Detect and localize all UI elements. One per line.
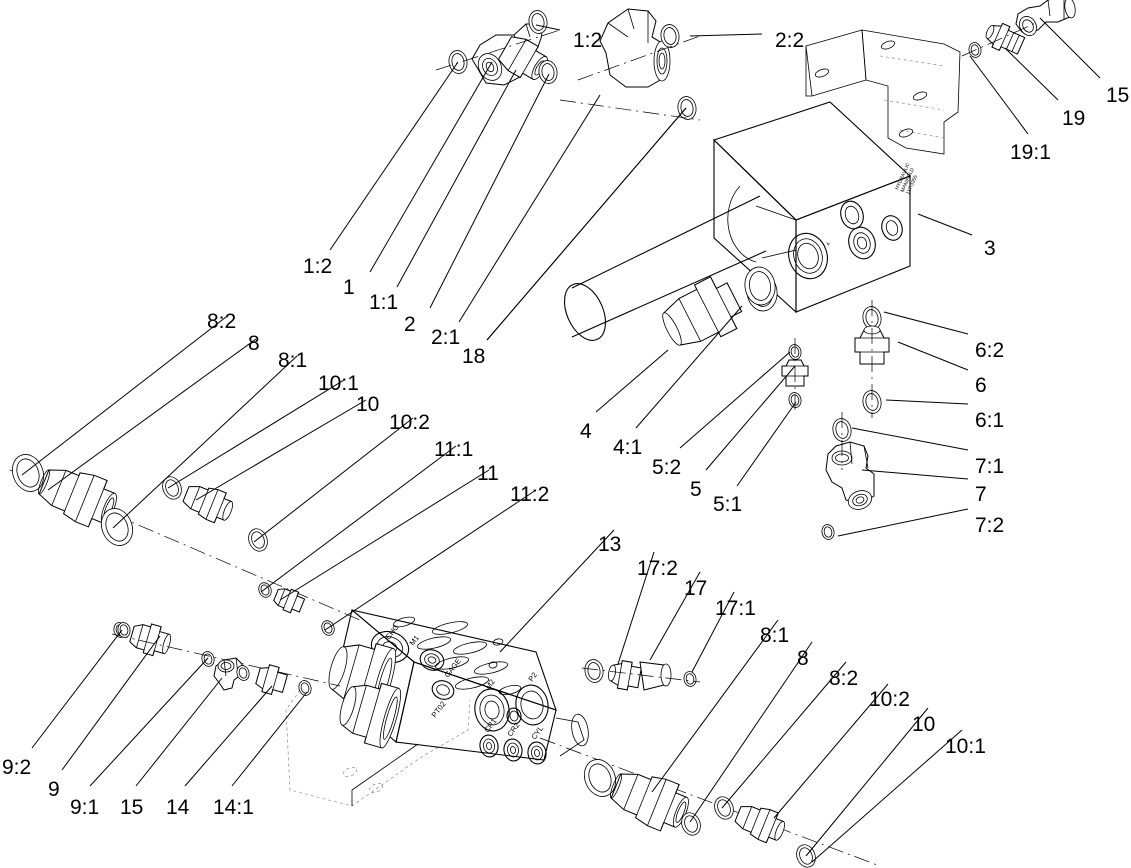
callout-8-1: 8:1 <box>278 349 308 372</box>
upper-left-fittings <box>435 8 778 308</box>
upper-right-fittings <box>961 0 1076 59</box>
callout-2-1: 2:1 <box>431 326 461 349</box>
callout-15: 15 <box>1106 84 1130 107</box>
callout-17-1: 17:1 <box>715 597 756 620</box>
callout-10-2: 10:2 <box>869 688 910 711</box>
lower-center-fitting <box>581 657 701 691</box>
callout-5-2: 5:2 <box>652 456 682 479</box>
callout-8-1: 8:1 <box>760 624 790 647</box>
callout-13: 13 <box>598 533 622 556</box>
lower-manifold-block: CHG M1 GAGE PT02 <box>285 609 589 807</box>
callout-7-1: 7:1 <box>975 455 1005 478</box>
callout-5: 5 <box>690 478 702 501</box>
callout-14-1: 14:1 <box>213 796 254 819</box>
callout-8-2: 8:2 <box>829 667 859 690</box>
callout-17: 17 <box>684 577 708 600</box>
callout-19: 19 <box>1062 107 1086 130</box>
callout-11-1: 11:1 <box>434 438 474 461</box>
callout-18: 18 <box>462 345 486 368</box>
callout-9: 9 <box>48 778 60 801</box>
right-vertical-fittings <box>781 300 969 541</box>
lower-right-exploded-fittings <box>539 737 881 868</box>
callout-5-1: 5:1 <box>713 493 743 516</box>
callout-10-1: 10:1 <box>318 372 359 395</box>
upper-manifold-block: 4 HYDRAULIC MANIFOLD 117-3355 <box>563 29 961 346</box>
callout-10: 10 <box>912 713 936 736</box>
callout-8: 8 <box>797 647 809 670</box>
callout-1-1: 1:1 <box>369 291 399 314</box>
callout-6-2: 6:2 <box>975 339 1005 362</box>
callout-14: 14 <box>166 796 190 819</box>
callout-7-2: 7:2 <box>975 514 1005 537</box>
callout-9-1: 9:1 <box>70 796 100 819</box>
callout-4-1: 4:1 <box>613 436 643 459</box>
port-label-p2: P2 <box>526 670 539 683</box>
callout-10-2: 10:2 <box>389 411 430 434</box>
callout-11-2: 11:2 <box>510 483 550 506</box>
callout-8: 8 <box>248 332 260 355</box>
callout-2: 2 <box>404 313 416 336</box>
left-exploded-fittings <box>6 449 361 698</box>
callout-17-2: 17:2 <box>637 557 678 580</box>
callout-7: 7 <box>975 483 987 506</box>
callout-15: 15 <box>120 796 144 819</box>
callout-19-1: 19:1 <box>1010 141 1051 164</box>
callout-11: 11 <box>477 462 499 485</box>
callout-8-2: 8:2 <box>207 310 237 333</box>
callout-4: 4 <box>580 420 592 443</box>
leader-lines <box>21 17 1101 863</box>
callout-1-2: 1:2 <box>303 255 333 278</box>
callout-10-1: 10:1 <box>945 735 986 758</box>
upper-block-port-mark-4: 4 <box>825 242 832 247</box>
callout-2-2: 2:2 <box>775 29 805 52</box>
callout-9-2: 9:2 <box>2 756 32 779</box>
callout-6: 6 <box>975 374 987 397</box>
callout-1-2: 1:2 <box>573 29 603 52</box>
callout-10: 10 <box>356 393 380 416</box>
callout-3: 3 <box>984 237 996 260</box>
callout-1: 1 <box>343 276 355 299</box>
callout-6-1: 6:1 <box>975 409 1005 432</box>
